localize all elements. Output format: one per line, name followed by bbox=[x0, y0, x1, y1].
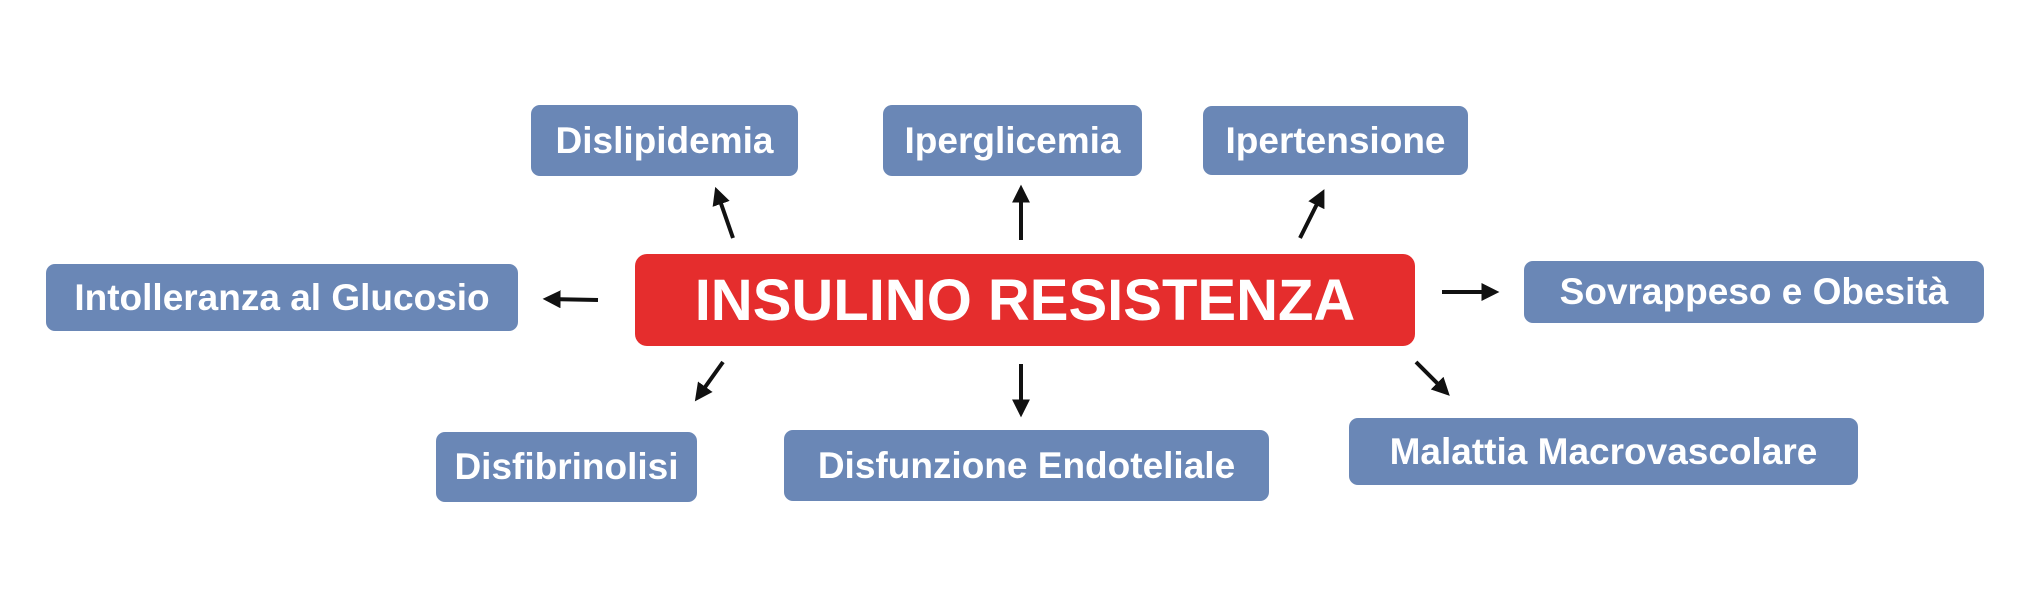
insulino-resistenza-label: INSULINO RESISTENZA bbox=[694, 267, 1356, 333]
arrow-to-disfibrinolisi bbox=[694, 360, 725, 402]
sovrappeso-box: Sovrappeso e Obesità bbox=[1524, 261, 1984, 323]
disfibrinolisi-label: Disfibrinolisi bbox=[454, 446, 679, 487]
arrow-to-ipertensione bbox=[1298, 189, 1325, 239]
intolleranza-label: Intolleranza al Glucosio bbox=[74, 276, 490, 318]
ipertensione-box: Ipertensione bbox=[1203, 106, 1468, 175]
iperglicemia-box: Iperglicemia bbox=[883, 105, 1142, 176]
ipertensione-label: Ipertensione bbox=[1225, 119, 1446, 161]
arrow-to-malattia bbox=[1414, 360, 1450, 396]
disfunzione-label: Disfunzione Endoteliale bbox=[817, 444, 1236, 486]
arrow-to-intolleranza bbox=[542, 290, 599, 309]
disfibrinolisi-box: Disfibrinolisi bbox=[436, 432, 697, 502]
disfunzione-box: Disfunzione Endoteliale bbox=[784, 430, 1269, 501]
malattia-box: Malattia Macrovascolare bbox=[1349, 418, 1858, 485]
iperglicemia-label: Iperglicemia bbox=[904, 119, 1121, 161]
dislipidemia-box: Dislipidemia bbox=[531, 105, 798, 176]
intolleranza-box: Intolleranza al Glucosio bbox=[46, 264, 518, 331]
arrow-to-dislipidemia bbox=[712, 186, 735, 239]
insulino-resistenza-box: INSULINO RESISTENZA bbox=[635, 254, 1415, 346]
malattia-label: Malattia Macrovascolare bbox=[1389, 430, 1818, 472]
sovrappeso-label: Sovrappeso e Obesità bbox=[1559, 271, 1949, 312]
dislipidemia-label: Dislipidemia bbox=[555, 119, 774, 161]
